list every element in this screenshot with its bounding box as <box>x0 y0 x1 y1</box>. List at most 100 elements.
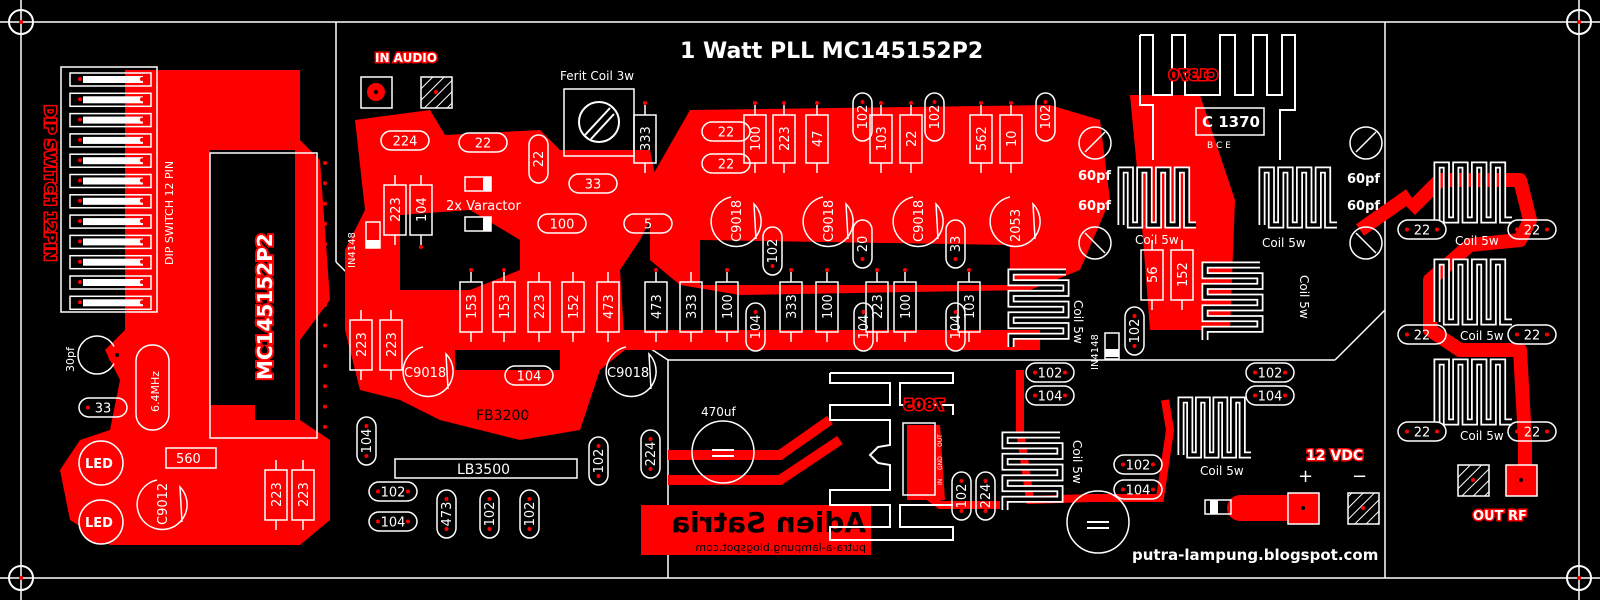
registration-mark-icon <box>1566 565 1592 591</box>
resistor-value: 10 <box>1005 130 1020 147</box>
registration-mark-icon <box>1566 9 1592 35</box>
capacitor-value: 102 <box>856 105 871 130</box>
resistor-value: 223 <box>297 482 312 507</box>
capacitor-elco-power <box>1066 490 1130 554</box>
resistor-value: 560 <box>176 452 201 467</box>
dip-switch-toggle[interactable] <box>69 92 152 108</box>
capacitor: 104 <box>1245 385 1295 406</box>
ic-label: MC145152P2 <box>253 233 277 380</box>
ic-pin <box>323 384 327 389</box>
capacitor-value: 20 <box>856 236 871 253</box>
regulator-pin-out: OUT <box>937 434 944 447</box>
resistor: 47 <box>805 101 829 177</box>
registration-mark-icon <box>8 9 34 35</box>
capacitor: 22 <box>701 153 751 174</box>
ic-pin <box>200 343 204 348</box>
resistor-value: 47 <box>811 130 826 147</box>
coil-5w: Coil 5w <box>1177 396 1251 478</box>
dip-switch-toggle[interactable] <box>69 112 152 128</box>
ic-pin <box>323 323 327 328</box>
resistor: 153 <box>459 268 483 346</box>
dip-switch-toggle[interactable] <box>69 173 204 189</box>
capacitor: 22 <box>1397 324 1447 345</box>
capacitor: 33 <box>568 173 618 194</box>
ic-pin <box>200 364 204 368</box>
transistor-label: C9018 <box>404 366 446 381</box>
capacitor-value: 224 <box>644 442 659 467</box>
resistor-560: 560 <box>165 447 217 469</box>
resistor: 100 <box>743 101 767 177</box>
led-label: LED <box>85 457 113 472</box>
resistor: 223 <box>383 171 407 249</box>
resistor-value: 223 <box>778 126 793 151</box>
transistor: 2053 <box>989 196 1041 248</box>
capacitor-value: 33 <box>585 178 602 193</box>
resistor: 223 <box>379 306 403 384</box>
lb3500-module: LB3500 <box>394 458 578 479</box>
registration-mark-icon <box>8 565 34 591</box>
resistor: 100 <box>893 268 917 346</box>
resistor-value: 153 <box>498 294 513 319</box>
transistor: C9018 <box>710 196 762 248</box>
resistor: 223 <box>291 456 315 534</box>
out-rf-label: OUT RF <box>1473 509 1527 524</box>
in-audio-label: IN AUDIO <box>375 51 437 65</box>
diode-label: IN4148 <box>347 232 358 268</box>
capacitor: 224 <box>640 429 661 479</box>
ic-pin <box>200 404 204 409</box>
author-site: putra-a-lampung.blogspot.com <box>695 541 866 554</box>
coil-label: Coil 5w <box>1070 440 1084 484</box>
trimmer-label: 30pf <box>64 346 77 372</box>
ic-pin <box>323 303 327 308</box>
varactor-pair: 2x Varactor <box>446 176 521 232</box>
ic-pin <box>323 221 327 226</box>
transistor: C9018 <box>802 196 854 248</box>
trimmer-60pf-b: 60pf <box>1078 199 1112 260</box>
crystal-label: 6.4MHz <box>149 371 162 412</box>
resistor-value: 152 <box>567 294 582 319</box>
coil-5w: Coil 5w <box>1258 166 1337 250</box>
ic-pin <box>200 221 204 226</box>
out-rf-connector: OUT RF <box>1457 464 1538 526</box>
dip-switch-toggle[interactable] <box>69 133 152 148</box>
resistor-value: 333 <box>785 294 800 319</box>
dip-switch-toggle[interactable] <box>69 194 204 209</box>
capacitor-value: 102 <box>483 502 498 527</box>
resistor-value: 223 <box>385 332 400 357</box>
resistor-value: 223 <box>389 197 404 222</box>
capacitor: 104 <box>368 511 418 532</box>
dip-switch-toggle[interactable] <box>69 72 152 87</box>
ic-pin <box>200 181 204 186</box>
power-transistor-copper-label: C1370 <box>1169 68 1218 84</box>
resistor: 223 <box>865 268 889 346</box>
capacitor: 102 <box>951 471 972 521</box>
trimmer-60pf-a: 60pf <box>1078 126 1112 184</box>
capacitor: 5 <box>623 213 673 234</box>
resistor: 153 <box>492 268 516 346</box>
diode-in4148-b: IN4148 <box>1090 332 1120 370</box>
capacitor-value: 22 <box>1414 329 1431 344</box>
resistor-value: 104 <box>415 197 430 222</box>
transistor: C9018 <box>892 196 944 248</box>
coil-label: Coil 5w <box>1455 234 1499 248</box>
dip-switch-label: DIP SWITCH 12 PIN <box>163 161 176 265</box>
resistor-value: 223 <box>533 294 548 319</box>
ic-pin <box>200 282 204 287</box>
capacitor: 22 <box>701 121 751 142</box>
capacitor-value: 224 <box>979 484 994 509</box>
resistor-value: 100 <box>821 294 836 319</box>
capacitor-value: 104 <box>1258 390 1283 405</box>
resistor-value: 152 <box>1176 262 1191 287</box>
capacitor: 104 <box>745 302 766 352</box>
capacitor: 102 <box>852 92 873 142</box>
capacitor: 104 <box>504 365 554 386</box>
ic-pin <box>200 242 204 247</box>
capacitor: 102 <box>762 226 783 276</box>
dip-switch-toggle[interactable] <box>69 254 204 270</box>
coil-label: Coil 5w <box>1071 300 1085 344</box>
capacitor-value: 102 <box>1039 105 1054 130</box>
transistor-label: 2053 <box>1009 209 1024 242</box>
trimmer-60pf-c: 60pf <box>1347 126 1383 187</box>
capacitor: 20 <box>852 219 873 269</box>
